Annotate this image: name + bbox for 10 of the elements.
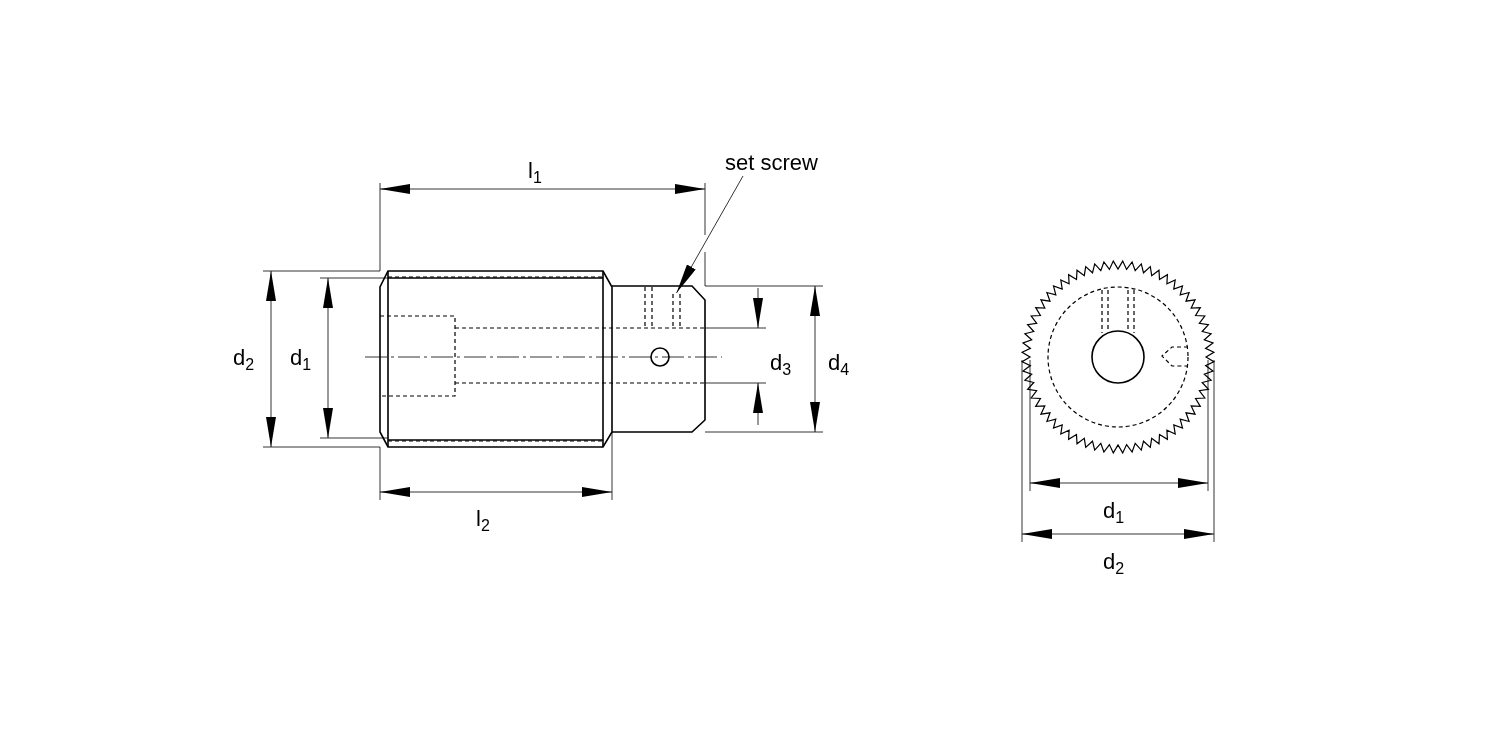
dimension-label: l$_{1}$ (528, 160, 542, 186)
dimension-label: l$_{2}$ (476, 508, 490, 534)
dimension-label: d$_{1}$ (1103, 500, 1125, 526)
dimension-label: d$_{3}$ (770, 352, 792, 378)
dimension-label: d$_{2}$ (233, 347, 255, 373)
set-screw-drawing (672, 293, 681, 329)
dimension-label: d$_{1}$ (290, 347, 312, 373)
dimension-label: d$_{4}$ (828, 352, 850, 378)
dimension-label: d$_{2}$ (1103, 551, 1125, 577)
callout-label: set screw (725, 152, 818, 174)
